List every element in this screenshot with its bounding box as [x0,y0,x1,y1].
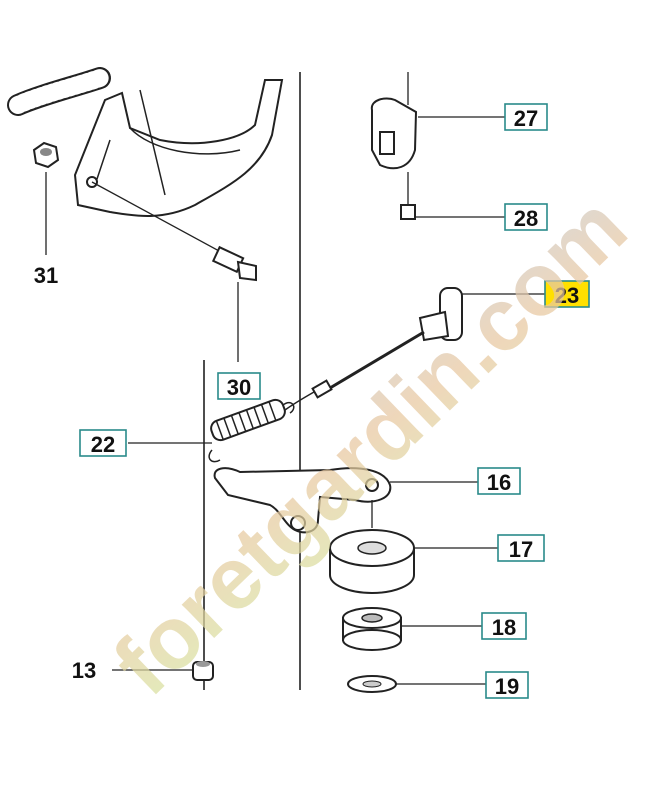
bolt-part-30 [91,181,257,362]
callout-18-text: 18 [492,615,516,640]
callout-13[interactable]: 13 [72,658,96,683]
callout-17-text: 17 [509,537,533,562]
callout-17[interactable]: 17 [497,534,545,562]
callout-31-text: 31 [34,263,58,288]
coil-spring-top [7,67,111,116]
callout-23[interactable]: 23 [544,280,590,308]
spring-part-22 [128,398,295,463]
cable-wire [284,330,425,411]
bracket-assembly [73,79,284,217]
callout-23-text: 23 [555,283,579,308]
callout-28[interactable]: 28 [504,203,548,231]
bracket-part-27 [370,72,505,205]
nut-part-31 [32,141,60,255]
callout-30-text: 30 [227,375,251,400]
bearing-part-18 [342,607,482,651]
pulley-part-17 [329,500,498,594]
washer-part-19 [347,675,486,693]
frame-rails [203,72,301,690]
spacer-part-13 [112,661,214,681]
idler-arm-part-16 [213,467,478,534]
callout-22-text: 22 [91,432,115,457]
callout-16-text: 16 [487,470,511,495]
callout-27-text: 27 [514,106,538,131]
callout-28-text: 28 [514,206,538,231]
callout-19-text: 19 [495,674,519,699]
callout-18[interactable]: 18 [481,612,527,640]
screw-part-28 [400,204,505,220]
cable-end-part-23 [418,287,545,342]
callout-13-text: 13 [72,658,96,683]
callout-19[interactable]: 19 [485,671,529,699]
callout-30[interactable]: 30 [217,372,261,400]
callout-16[interactable]: 16 [477,467,521,495]
callout-22[interactable]: 22 [79,429,127,457]
callout-27[interactable]: 27 [504,103,548,131]
callout-31[interactable]: 31 [34,263,58,288]
